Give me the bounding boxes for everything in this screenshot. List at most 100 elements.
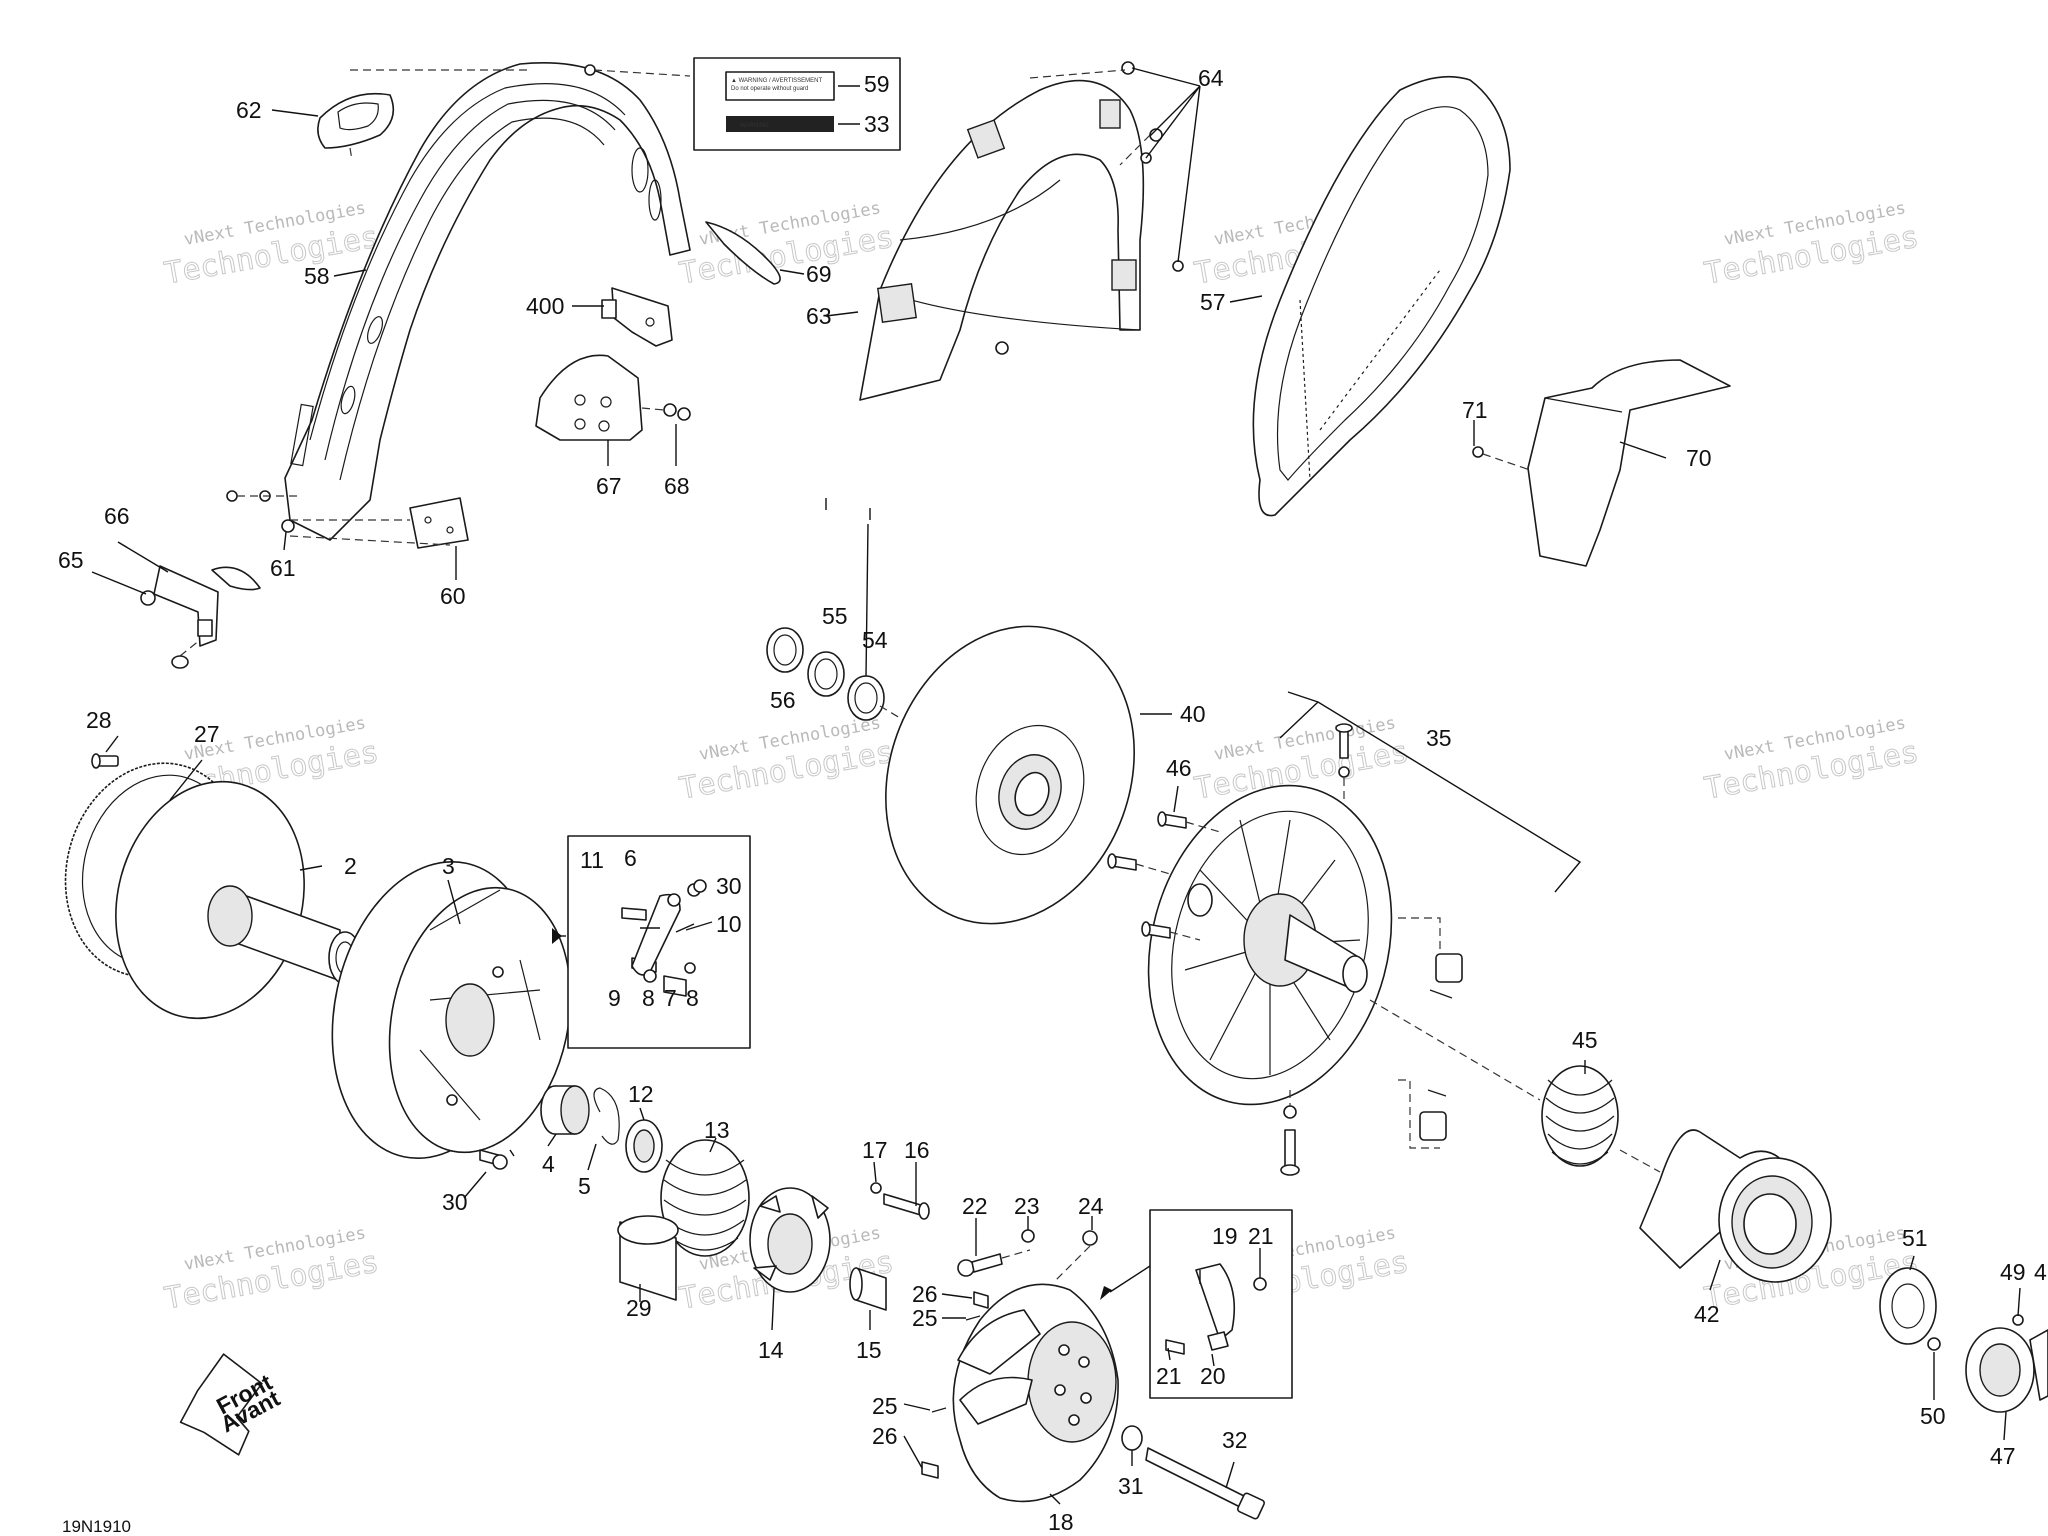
callout-4b: 4	[2034, 1259, 2047, 1285]
callout-65: 65	[58, 547, 84, 573]
callout-40: 40	[1180, 701, 1206, 727]
callout-15: 15	[856, 1337, 882, 1363]
part-58-belt-guard-bracket	[284, 61, 691, 541]
inset-box-weights	[552, 835, 751, 1049]
callout-24: 24	[1078, 1193, 1104, 1219]
front-arrow: Front Avant	[179, 1353, 284, 1456]
part-bottom-screw	[1280, 1090, 1300, 1176]
callout-14: 14	[758, 1337, 784, 1363]
part-22-screw	[957, 1249, 1031, 1277]
callout-labels: 62 58 59 33 400 69 67 68 66 65 61 60 64 …	[58, 65, 2047, 1535]
part-45-spring	[1369, 999, 1661, 1173]
part-13-spring	[660, 1139, 750, 1257]
callout-60: 60	[440, 583, 466, 609]
svg-text:Do not operate without guard: Do not operate without guard	[731, 86, 808, 92]
callout-12: 12	[628, 1081, 654, 1107]
callout-26a: 26	[912, 1281, 938, 1307]
callout-16: 16	[904, 1137, 930, 1163]
callout-30a: 30	[716, 873, 742, 899]
part-70-deflector	[1472, 359, 1731, 567]
callout-6: 6	[624, 845, 637, 871]
callout-31: 31	[1118, 1473, 1144, 1499]
part-47-bushing	[1927, 1314, 2048, 1413]
part-51-washer	[1879, 1267, 1937, 1345]
part-25-26-small	[921, 1291, 989, 1479]
part-5-clip	[593, 1087, 620, 1145]
part-top-screw	[1335, 723, 1353, 800]
callout-23: 23	[1014, 1193, 1040, 1219]
callout-20: 20	[1200, 1363, 1226, 1389]
part-42-cam	[1639, 1129, 1832, 1283]
callout-63: 63	[806, 303, 832, 329]
part-3-drive-pulley	[331, 861, 572, 1159]
leader-lines	[91, 67, 2021, 1505]
callout-13: 13	[704, 1117, 730, 1143]
callout-5: 5	[578, 1173, 591, 1199]
callout-28: 28	[86, 707, 112, 733]
callout-22: 22	[962, 1193, 988, 1219]
callout-25a: 25	[912, 1305, 938, 1331]
callout-2: 2	[344, 853, 357, 879]
part-68-screw	[641, 403, 691, 421]
callout-45: 45	[1572, 1027, 1598, 1053]
callout-51: 51	[1902, 1225, 1928, 1251]
part-28-screw	[91, 753, 119, 769]
watermark: vNext Technologies Technologies	[676, 198, 897, 292]
callout-21b: 21	[1156, 1363, 1182, 1389]
part-30-screw	[479, 1149, 508, 1170]
washers-54-55-56	[766, 627, 921, 731]
callout-3: 3	[442, 853, 455, 879]
callout-30b: 30	[442, 1189, 468, 1215]
callout-32: 32	[1222, 1427, 1248, 1453]
part-63-guard-cover	[859, 61, 1184, 401]
part-400-bracket	[601, 287, 673, 347]
callout-71: 71	[1462, 397, 1488, 423]
callout-61: 61	[270, 555, 296, 581]
callout-4: 4	[542, 1151, 555, 1177]
callout-66: 66	[104, 503, 130, 529]
callout-54: 54	[862, 627, 888, 653]
watermark: vNext Technologies Technologies	[161, 198, 382, 292]
callout-7: 7	[664, 985, 677, 1011]
part-46-pins	[1107, 811, 1221, 941]
callout-62: 62	[236, 97, 262, 123]
callout-10: 10	[716, 911, 742, 937]
callout-42: 42	[1694, 1301, 1720, 1327]
part-62-handle	[317, 92, 395, 161]
callout-8a: 8	[642, 985, 655, 1011]
inset-box-rollers	[1100, 1209, 1293, 1399]
watermark: vNext Technologies Technologies	[676, 713, 897, 807]
callout-59: 59	[864, 71, 890, 97]
part-69-clip	[705, 221, 781, 285]
callout-67: 67	[596, 473, 622, 499]
callout-35: 35	[1426, 725, 1452, 751]
watermark: vNext Technologies Technologies	[161, 1223, 382, 1317]
callout-17: 17	[862, 1137, 888, 1163]
callout-33: 33	[864, 111, 890, 137]
callout-49: 49	[2000, 1259, 2026, 1285]
part-71-screw	[1472, 446, 1484, 458]
callout-57: 57	[1200, 289, 1226, 315]
svg-text:▲ WARNING / AVERTISSEMENT: ▲ WARNING / AVERTISSEMENT	[731, 78, 823, 84]
callout-19: 19	[1212, 1223, 1238, 1249]
watermark: vNext Technologies Technologies	[1701, 198, 1922, 292]
callout-64: 64	[1198, 65, 1224, 91]
belt-cogs	[1319, 269, 1441, 431]
callout-68: 68	[664, 473, 690, 499]
callout-18: 18	[1048, 1509, 1074, 1535]
callout-46: 46	[1166, 755, 1192, 781]
callout-29: 29	[626, 1295, 652, 1321]
part-61-nuts	[226, 490, 300, 533]
callout-50: 50	[1920, 1403, 1946, 1429]
callout-47: 47	[1990, 1443, 2016, 1469]
part-60-plate	[289, 497, 469, 549]
drawing-code: 19N1910	[62, 1517, 131, 1536]
part-67-bracket	[535, 354, 643, 441]
callout-55: 55	[822, 603, 848, 629]
callout-11: 11	[580, 847, 604, 873]
decal-59	[725, 71, 835, 101]
part-49-screw	[2012, 1314, 2024, 1326]
part-65-screw	[140, 590, 156, 606]
callout-26b: 26	[872, 1423, 898, 1449]
callout-69: 69	[806, 261, 832, 287]
